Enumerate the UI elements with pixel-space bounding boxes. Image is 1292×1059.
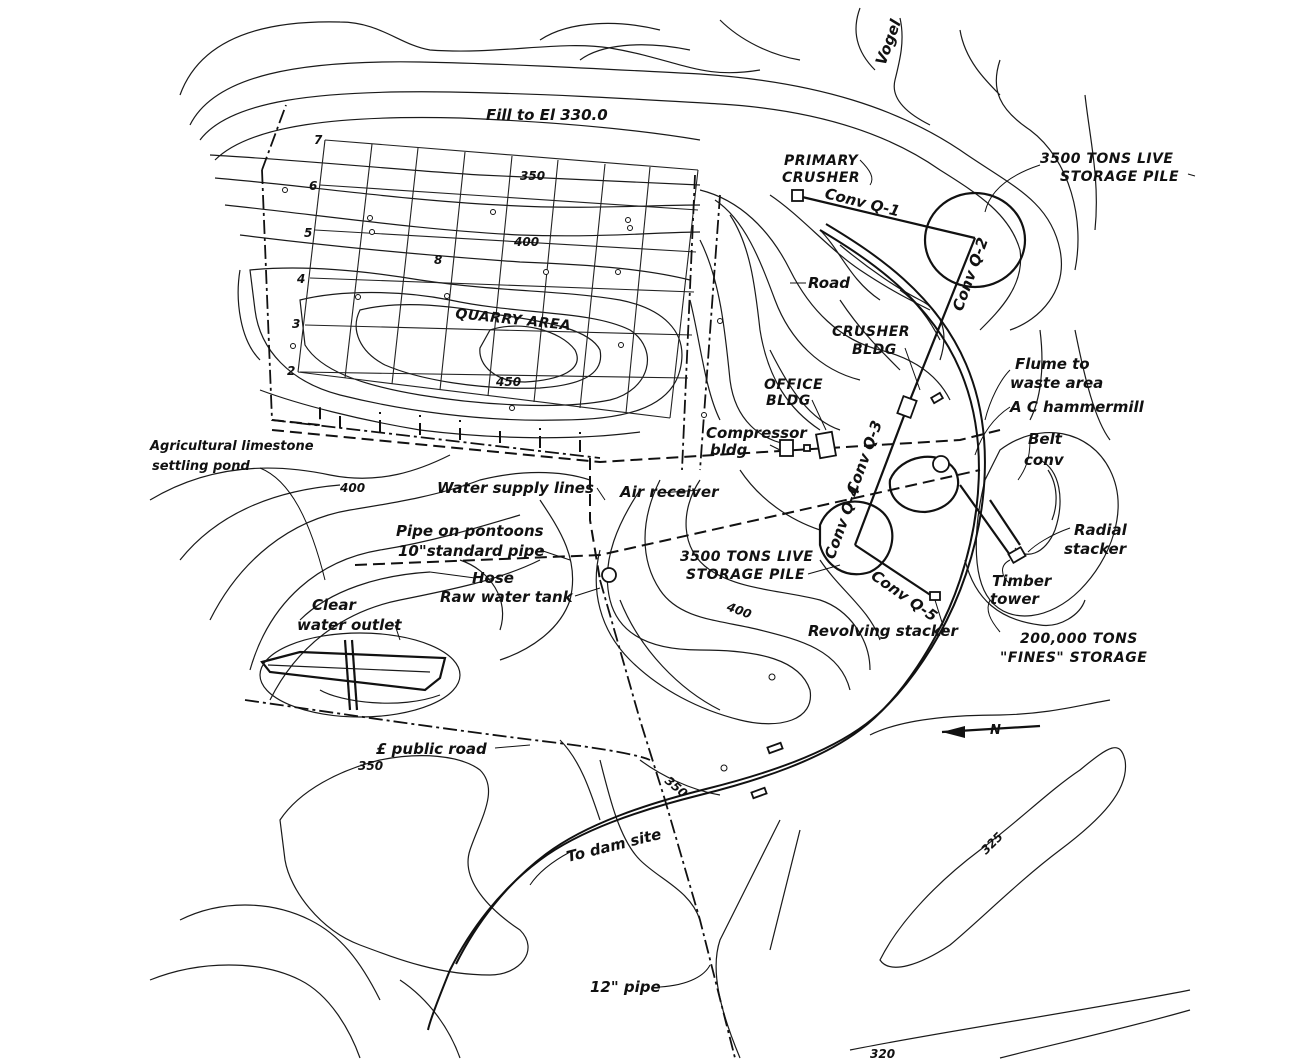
grid-point-8: 8 xyxy=(434,253,442,267)
label-belt-conv: Belt xyxy=(1028,430,1063,448)
label-timber-tower-2: tower xyxy=(990,590,1041,608)
label-to-dam-site: To dam site xyxy=(565,825,663,866)
label-crusher-bldg-2: BLDG xyxy=(852,342,897,358)
label-revolving-stacker: Revolving stacker xyxy=(808,622,959,640)
office-building xyxy=(814,430,838,460)
pipe-12 xyxy=(599,579,736,1059)
label-timber-tower: Timber xyxy=(992,572,1053,590)
grid-row-3: 3 xyxy=(292,317,300,331)
elev-400-quarry: 400 xyxy=(513,235,539,249)
grid-row-7: 7 xyxy=(314,133,323,147)
waste-area-contours xyxy=(964,329,1119,627)
elev-320: 320 xyxy=(870,1047,895,1059)
label-fines-storage-2: "FINES" STORAGE xyxy=(1000,650,1147,666)
storage-piles xyxy=(818,191,1027,576)
crusher-building xyxy=(896,394,918,420)
label-ag-lime-2: settling pond xyxy=(152,459,250,474)
label-public-road: £ public road xyxy=(376,740,487,758)
elev-400-west: 400 xyxy=(339,481,365,495)
conveyors xyxy=(797,194,1021,599)
elev-350-south: 350 xyxy=(358,759,383,773)
buildings xyxy=(601,189,1027,800)
label-radial-stacker-2: stacker xyxy=(1064,540,1128,558)
label-live-pile-top: 3500 TONS LIVE xyxy=(1040,151,1174,167)
label-hose: Hose xyxy=(472,569,514,587)
north-arrow-label: N xyxy=(990,723,1001,738)
label-fines-storage: 200,000 TONS xyxy=(1020,631,1138,647)
label-flume-2: waste area xyxy=(1010,374,1103,392)
elev-350-quarry: 350 xyxy=(520,169,545,183)
label-standard-pipe: 10"standard pipe xyxy=(398,542,545,560)
haul-road xyxy=(427,223,986,1031)
label-raw-water-tank: Raw water tank xyxy=(440,588,574,606)
label-primary-crusher: PRIMARY xyxy=(784,153,860,169)
label-compressor: Compressor xyxy=(706,424,808,442)
label-clear-water: Clear xyxy=(312,596,357,614)
grid-row-numbers: 7 6 5 4 3 2 8 xyxy=(287,133,442,378)
elev-450-quarry: 450 xyxy=(495,375,521,389)
leader-lines xyxy=(259,159,1196,988)
grid-row-4: 4 xyxy=(296,272,305,286)
grid-row-5: 5 xyxy=(304,226,312,240)
elev-400-mid: 400 xyxy=(724,599,753,621)
quarry-boundary xyxy=(261,104,721,471)
label-live-pile-mid-2: STORAGE PILE xyxy=(686,567,805,583)
grid-row-2: 2 xyxy=(287,364,295,378)
quarry-grid xyxy=(297,139,699,419)
label-conv-q2: Conv Q-2 xyxy=(949,235,992,313)
north-arrow: N xyxy=(941,723,1041,738)
label-conv-q1: Conv Q-1 xyxy=(823,184,902,220)
settling-pond xyxy=(259,632,461,718)
survey-points xyxy=(282,187,776,772)
west-contours xyxy=(149,454,881,725)
label-water-supply: Water supply lines xyxy=(437,479,594,497)
label-live-pile-top-2: STORAGE PILE xyxy=(1060,169,1179,185)
grid-row-6: 6 xyxy=(309,179,317,193)
label-hammermill: A C hammermill xyxy=(1009,398,1145,416)
label-crusher-bldg: CRUSHER xyxy=(832,324,910,340)
label-fill: Fill to El 330.0 xyxy=(486,106,608,124)
compressor-building xyxy=(779,439,794,457)
label-belt-conv-2: conv xyxy=(1024,451,1065,469)
public-road xyxy=(244,699,651,761)
label-road: Road xyxy=(808,274,850,292)
label-live-pile-mid: 3500 TONS LIVE xyxy=(680,549,814,565)
map-labels: Vogel Fill to El 330.0 PRIMARY CRUSHER C… xyxy=(149,16,1179,996)
label-clear-water-2: water outlet xyxy=(297,616,402,634)
raw-water-tank-symbol xyxy=(601,567,617,583)
label-flume: Flume to xyxy=(1015,355,1090,373)
label-compressor-2: bldg xyxy=(710,441,748,459)
label-air-receiver: Air receiver xyxy=(619,483,720,501)
label-primary-crusher-2: CRUSHER xyxy=(782,170,860,186)
label-office-bldg: OFFICE xyxy=(764,377,823,393)
label-office-bldg-2: BLDG xyxy=(766,393,811,409)
quarry-contours xyxy=(209,154,701,439)
label-conv-q4: Conv Q-4 xyxy=(821,483,864,561)
label-pipe-12: 12" pipe xyxy=(590,978,661,996)
primary-crusher-symbol xyxy=(791,189,804,202)
label-radial-stacker: Radial xyxy=(1074,521,1128,539)
label-ag-lime: Agricultural limestone xyxy=(149,439,314,454)
south-contours xyxy=(149,699,1191,1059)
label-pipe-pontoons: Pipe on pontoons xyxy=(396,522,544,540)
contour-elevations: 350 400 450 400 400 350 350 325 320 xyxy=(339,169,1006,1059)
outer-ridge-contours xyxy=(179,7,1097,331)
timber-tower-symbol xyxy=(1007,545,1027,565)
